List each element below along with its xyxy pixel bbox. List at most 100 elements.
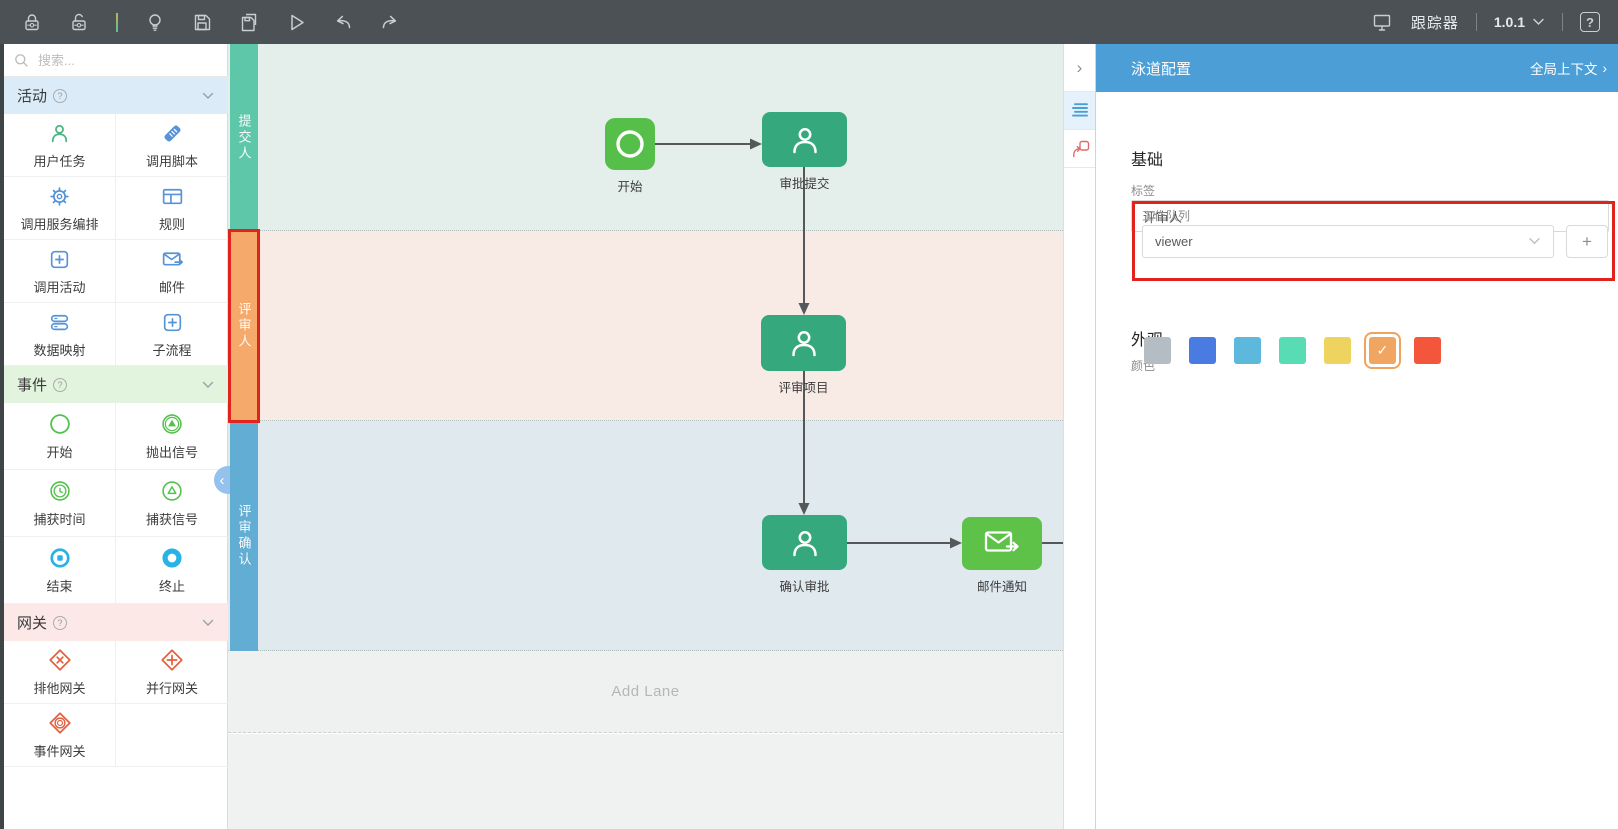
chevron-down-icon[interactable] (201, 380, 215, 390)
palette-collapse-handle[interactable]: ‹ (214, 466, 230, 494)
color-swatch-orange-selected[interactable]: ✓ (1364, 332, 1401, 369)
palette-item-end-event[interactable]: 结束 (4, 537, 116, 604)
start-ring-icon (616, 130, 644, 158)
add-lane-button[interactable]: Add Lane (228, 651, 1063, 733)
palette-item-catch-time[interactable]: 捕获时间 (4, 470, 116, 537)
help-icon[interactable]: ? (1580, 12, 1600, 32)
lane-label: 评审人 (236, 302, 252, 350)
palette-item-rule[interactable]: 规则 (116, 177, 228, 240)
color-swatch-yellow[interactable] (1324, 337, 1351, 364)
undo-icon[interactable] (331, 10, 355, 34)
palette-item-start-event[interactable]: 开始 (4, 403, 116, 470)
queue-select[interactable]: viewer (1142, 225, 1554, 258)
canvas-outside-area[interactable] (228, 734, 1063, 829)
mail-icon (162, 251, 183, 266)
node-user-task-confirm-approval[interactable]: 确认审批 (762, 515, 847, 594)
save-icon[interactable] (190, 10, 214, 34)
color-swatch-row: ✓ (1144, 332, 1441, 369)
node-user-task-review-project[interactable]: 评审项目 (761, 315, 846, 395)
palette-item-call-activity[interactable]: 调用活动 (4, 240, 116, 303)
redo-icon[interactable] (378, 10, 402, 34)
lane-review-confirm[interactable]: 评审确认 (228, 421, 1063, 651)
panel-header: 泳道配置 全局上下文 › (1096, 44, 1618, 92)
lightbulb-icon[interactable] (143, 10, 167, 34)
user-task-icon (51, 124, 68, 142)
color-swatch-sky[interactable] (1234, 337, 1261, 364)
color-swatch-mint[interactable] (1279, 337, 1306, 364)
palette-item-user-task[interactable]: 用户任务 (4, 114, 116, 177)
palette-item-parallel-gateway[interactable]: 并行网关 (116, 641, 228, 704)
palette-item-service-orchestration[interactable]: 调用服务编排 (4, 177, 116, 240)
queue-select-value: viewer (1155, 234, 1193, 249)
lane-label: 提交人 (236, 113, 252, 162)
color-swatch-red[interactable] (1414, 337, 1441, 364)
tracker-menu[interactable]: 跟踪器 (1410, 14, 1459, 32)
process-canvas[interactable]: 提交人 评审人 评审确认 Add Lane (228, 44, 1063, 829)
node-mail-task-notification[interactable]: 邮件通知 (962, 517, 1042, 594)
section-header-events[interactable]: 事件 ? (4, 366, 228, 403)
version-dropdown[interactable]: 1.0.1 (1494, 14, 1545, 30)
palette-search[interactable] (4, 44, 228, 77)
section-label: 网关 (17, 615, 48, 632)
rule-table-icon (162, 188, 182, 204)
terminate-event-icon (162, 548, 182, 568)
catch-time-icon (49, 481, 70, 501)
palette-item-call-script[interactable]: 调用脚本 (116, 114, 228, 177)
global-context-link[interactable]: 全局上下文 › (1530, 60, 1607, 78)
palette-item-terminate-event[interactable]: 终止 (116, 537, 228, 604)
palette-item-catch-signal[interactable]: 捕获信号 (116, 470, 228, 537)
search-input[interactable] (36, 51, 186, 69)
toolbar-vdivider (1562, 13, 1563, 31)
unlock-icon[interactable] (67, 10, 91, 34)
extract-move-icon (1072, 140, 1089, 157)
lane-tab-reviewer[interactable]: 评审人 (230, 231, 258, 421)
parallel-gateway-icon (161, 649, 183, 671)
subprocess-icon (163, 313, 181, 331)
lane-tab-submitter[interactable]: 提交人 (230, 44, 258, 231)
color-swatch-gray[interactable] (1144, 337, 1171, 364)
section-help-icon: ? (53, 377, 68, 392)
lock-icon[interactable] (20, 10, 44, 34)
node-label: 评审项目 (778, 381, 829, 395)
panel-title: 泳道配置 (1131, 60, 1192, 78)
panel-collapse-button[interactable]: › (1064, 44, 1095, 92)
chevron-down-icon[interactable] (201, 618, 215, 628)
lane-tab-review-confirm[interactable]: 评审确认 (230, 421, 258, 651)
version-label: 1.0.1 (1493, 14, 1525, 30)
toolbar-vdivider (1475, 13, 1477, 31)
section-header-activities[interactable]: 活动 ? (4, 77, 228, 114)
section-header-gateways[interactable]: 网关 ? (4, 604, 228, 641)
chevron-down-icon (1533, 18, 1544, 26)
lane-body[interactable] (228, 421, 1063, 651)
chevron-right-icon: › (1076, 57, 1083, 77)
lanes-icon (1071, 103, 1088, 117)
tab-lane-config[interactable] (1064, 92, 1095, 130)
lane-reviewer[interactable]: 评审人 (228, 231, 1063, 421)
lane-body[interactable] (228, 231, 1063, 421)
lane-config-panel: 泳道配置 全局上下文 › 基础 标签 工作队列 viewer + 外观 颜色 ✓ (1095, 44, 1618, 829)
node-user-task-approval-submit[interactable]: 审批提交 (762, 112, 847, 191)
user-icon (791, 331, 816, 357)
palette-empty-cell (116, 704, 228, 767)
palette-item-event-gateway[interactable]: 事件网关 (4, 704, 116, 767)
add-queue-button[interactable]: + (1566, 225, 1608, 258)
section-help-icon: ? (53, 88, 68, 103)
queue-field-label: 工作队列 (1142, 209, 1191, 223)
palette-item-throw-signal[interactable]: 抛出信号 (116, 403, 228, 470)
palette-item-mail[interactable]: 邮件 (116, 240, 228, 303)
palette-item-subprocess[interactable]: 子流程 (116, 303, 228, 366)
palette-item-exclusive-gateway[interactable]: 排他网关 (4, 641, 116, 704)
color-swatch-blue[interactable] (1189, 337, 1216, 364)
chevron-down-icon[interactable] (201, 91, 215, 101)
tab-refactor[interactable] (1064, 130, 1095, 168)
node-label: 开始 (617, 180, 643, 194)
save-all-icon[interactable] (237, 10, 261, 34)
run-icon[interactable] (284, 10, 308, 34)
palette-item-data-mapping[interactable]: 数据映射 (4, 303, 116, 366)
node-start-event[interactable]: 开始 (605, 118, 655, 194)
section-label: 事件 (17, 377, 48, 394)
window-edge (0, 44, 4, 829)
lane-label: 评审确认 (236, 504, 252, 568)
start-event-icon (49, 414, 70, 434)
monitor-icon[interactable] (1370, 10, 1394, 34)
